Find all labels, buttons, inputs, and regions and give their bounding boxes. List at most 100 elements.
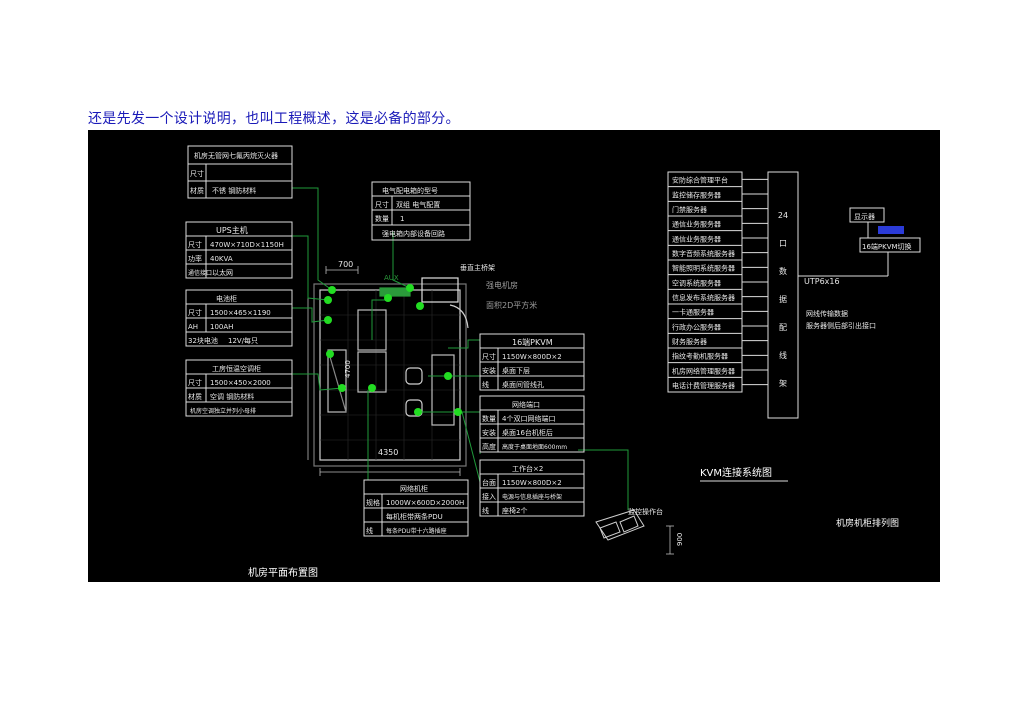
utp-note-2: 服务器侧后部引出接口 <box>806 321 876 330</box>
box-netsw-r1v: 4个双口网络端口 <box>502 414 555 423</box>
room-outer-wall <box>313 283 467 467</box>
box-netsw-r3k: 高度 <box>482 442 496 451</box>
plan-title: 机房平面布置图 <box>248 566 318 579</box>
server-list-item: 监控储存服务器 <box>672 190 721 199</box>
box-ups-header: UPS主机 <box>216 225 248 235</box>
floor-grid <box>320 290 460 460</box>
box-dist-r2v: 1 <box>400 215 404 223</box>
door-arc <box>449 304 469 329</box>
box-kvm-r1k: 尺寸 <box>482 352 496 361</box>
box-netsw-r2v: 桌面16台机柜后 <box>502 428 553 437</box>
rack-title: 机房机柜排列图 <box>836 517 899 529</box>
box-battery-r2v: 100AH <box>210 323 233 331</box>
dimensions <box>307 266 674 555</box>
cad-drawing: 700 4350 4700 900 AUX 垂直主桥架 强电机房 面积2D平方米… <box>88 130 940 582</box>
box-dist-r1v: 双组 电气配置 <box>396 200 440 209</box>
box-netsw-r3v: 高度于桌面地面600mm <box>502 443 567 451</box>
box-rack-r3k: 线 <box>366 526 373 535</box>
box-ups-r1v: 470W×710D×1150H <box>210 241 284 249</box>
box-workbench-r2k: 接入 <box>482 492 496 501</box>
box-kvm-r2v: 桌面下层 <box>502 366 530 375</box>
kvm-title: KVM连接系统图 <box>700 466 772 479</box>
box-aircon-header: 工房恒温空调柜 <box>212 364 261 373</box>
server-list-item: 空调系统服务器 <box>672 278 721 287</box>
box-battery-r1v: 1500×465×1190 <box>210 309 271 317</box>
console-desk <box>431 354 455 426</box>
label-console: 监控操作台 <box>628 507 663 516</box>
box-netsw <box>479 395 585 453</box>
server-list-item: 行政办公服务器 <box>672 322 721 331</box>
dim-4700: 4700 <box>344 360 352 378</box>
description-caption: 还是先发一个设计说明，也叫工程概述，这是必备的部分。 <box>88 111 460 127</box>
cad-svg: 700 4350 4700 900 AUX 垂直主桥架 强电机房 面积2D平方米… <box>185 145 921 579</box>
box-battery-r3k: 32块电池 <box>188 336 218 345</box>
box-dist-r2k: 数量 <box>375 214 389 223</box>
label-fixed: 垂直主桥架 <box>460 263 495 272</box>
label-area: 面积2D平方米 <box>486 300 537 310</box>
floor-plan <box>313 277 469 467</box>
box-ups-r3v: 以太网 <box>212 268 233 277</box>
box-fire-r2v: 不锈 钢防材料 <box>212 186 256 195</box>
box-battery-r3v: 12V/每只 <box>228 336 258 345</box>
server-list-item: 数字音频系统服务器 <box>672 249 735 258</box>
box-workbench-r3k: 线 <box>482 506 489 515</box>
server-list-item: 指纹考勤机服务器 <box>672 352 728 361</box>
box-fire <box>187 145 293 199</box>
box-ups-r2k: 功率 <box>188 254 202 263</box>
cable-tray <box>379 287 411 297</box>
kvm-switch-label: 16端PKVM切换 <box>862 242 912 251</box>
server-list-item: 门禁服务器 <box>672 205 707 214</box>
box-workbench-r2v: 电源与信息插座与桥架 <box>502 493 562 501</box>
server-list-item: 信息发布系统服务器 <box>672 293 735 302</box>
box-battery-header: 电池柜 <box>216 294 237 303</box>
monitor-group <box>798 207 921 277</box>
box-kvm-r2k: 安装 <box>482 366 496 375</box>
box-battery-r1k: 尺寸 <box>188 308 202 317</box>
patch-panel-char: 数 <box>779 266 787 276</box>
dim-aux: AUX <box>384 274 399 282</box>
patch-panel-char: 24 <box>778 211 788 220</box>
leader-dots <box>324 284 462 416</box>
box-kvm-r1v: 1150W×800D×2 <box>502 353 562 361</box>
server-list-item: 通信业务服务器 <box>672 234 721 243</box>
patch-panel-char: 据 <box>779 294 787 304</box>
utp-note-1: 网线传输数据 <box>806 309 848 318</box>
box-workbench-r1v: 1150W×800D×2 <box>502 479 562 487</box>
box-dist <box>371 181 471 241</box>
box-rack-r1v: 1000W×600D×2000H <box>386 499 464 507</box>
box-dist-header: 电气配电箱的型号 <box>382 186 438 195</box>
server-list-item: 智能照明系统服务器 <box>672 264 735 273</box>
box-aircon <box>185 359 293 417</box>
box-fire-r2k: 材质 <box>190 186 204 195</box>
patch-panel-char: 配 <box>779 323 787 332</box>
box-aircon-r3v: 机房空调独立并列小母排 <box>190 407 256 415</box>
box-kvm <box>479 333 585 391</box>
box-netsw-header: 网络端口 <box>512 400 540 409</box>
box-workbench-header: 工作台×2 <box>512 464 543 473</box>
box-fire-r1k: 尺寸 <box>190 169 204 178</box>
chair-1 <box>405 367 423 385</box>
box-battery-r2k: AH <box>188 323 198 331</box>
dim-4350: 4350 <box>378 448 398 457</box>
box-ups-r1k: 尺寸 <box>188 240 202 249</box>
box-workbench-r1k: 台面 <box>482 478 496 487</box>
box-dist-r1k: 尺寸 <box>375 200 389 209</box>
patch-panel-char: 线 <box>779 350 787 360</box>
patch-panel-char: 架 <box>779 379 787 388</box>
server-list-item: 财务服务器 <box>672 337 707 346</box>
box-aircon-r2v: 空调 钢防材料 <box>210 392 254 401</box>
label-room: 强电机房 <box>486 280 518 290</box>
server-list-item: 通信业务服务器 <box>672 220 721 229</box>
box-ups-r3k: 通信接口 <box>188 269 212 277</box>
box-kvm-header: 16端PKVM <box>512 337 553 347</box>
box-rack-r1k: 规格 <box>366 498 380 507</box>
distribution-box <box>421 277 459 303</box>
server-list-item: 安防综合管理平台 <box>672 176 728 185</box>
box-fire-header: 机房无管网七氟丙烷灭火器 <box>194 151 278 160</box>
server-list: 安防综合管理平台监控储存服务器门禁服务器通信业务服务器通信业务服务器数字音频系统… <box>668 176 768 390</box>
monitor-label: 显示器 <box>854 213 875 221</box>
chair-2 <box>405 399 423 417</box>
server-list-item: 电话计费管理服务器 <box>672 381 735 390</box>
box-dist-r3v: 强电箱内部设备回路 <box>382 229 445 238</box>
dim-900: 900 <box>676 533 684 546</box>
